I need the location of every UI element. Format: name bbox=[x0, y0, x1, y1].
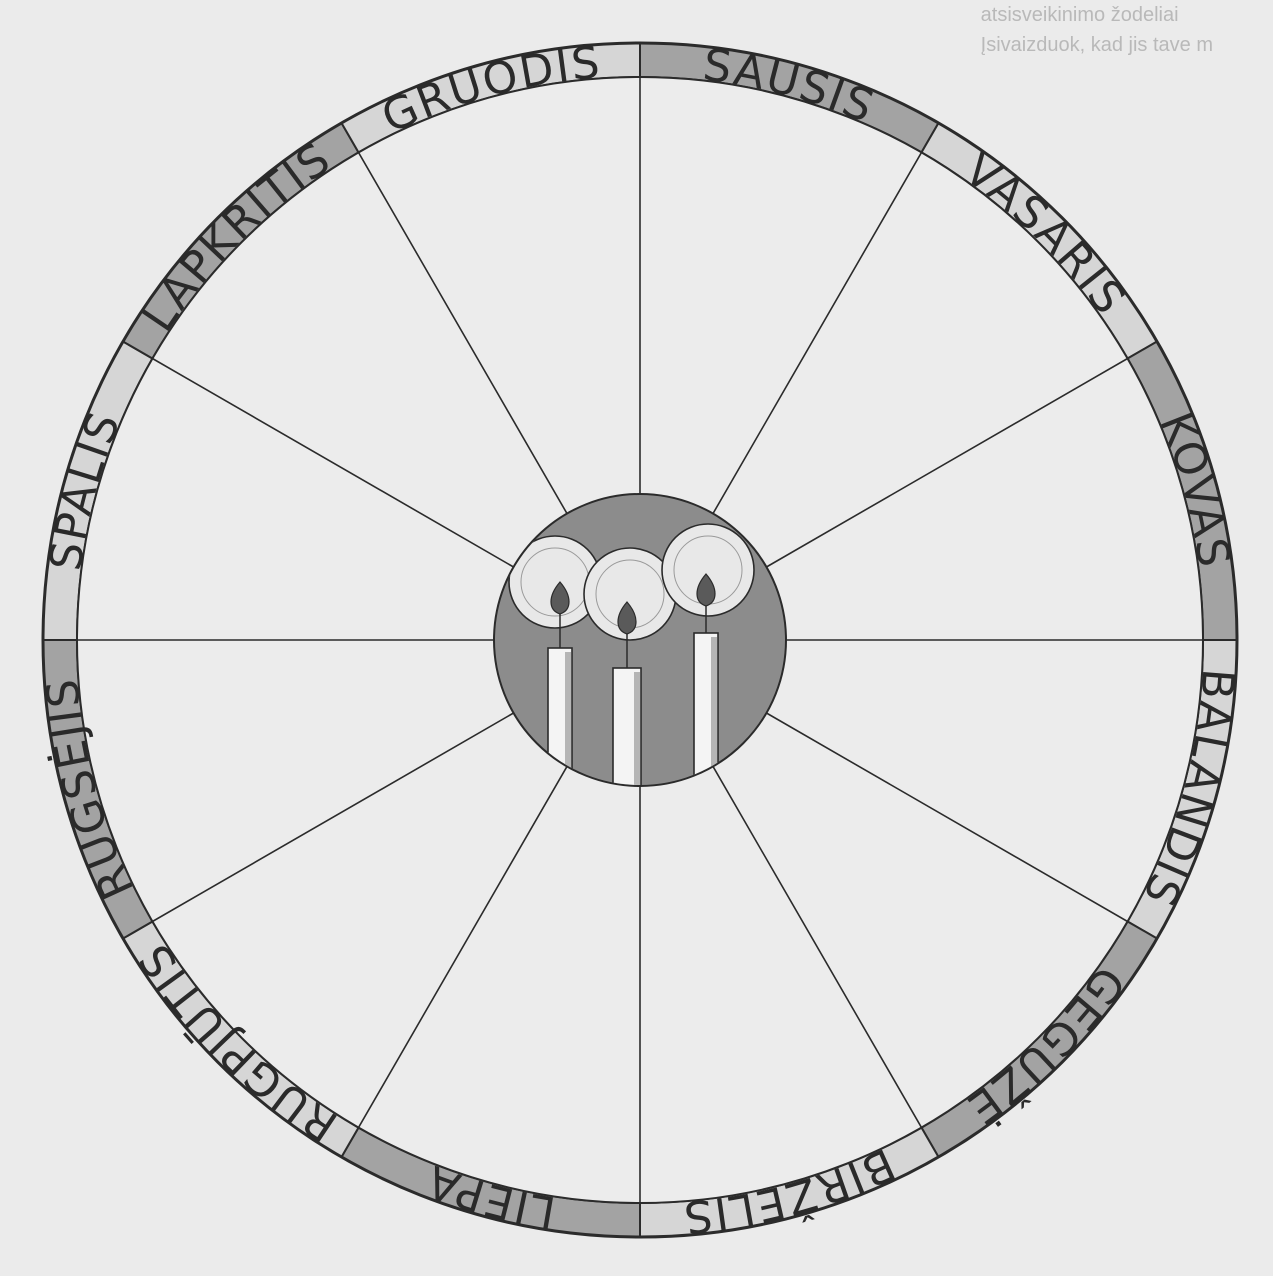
candle-shadow bbox=[634, 672, 640, 802]
